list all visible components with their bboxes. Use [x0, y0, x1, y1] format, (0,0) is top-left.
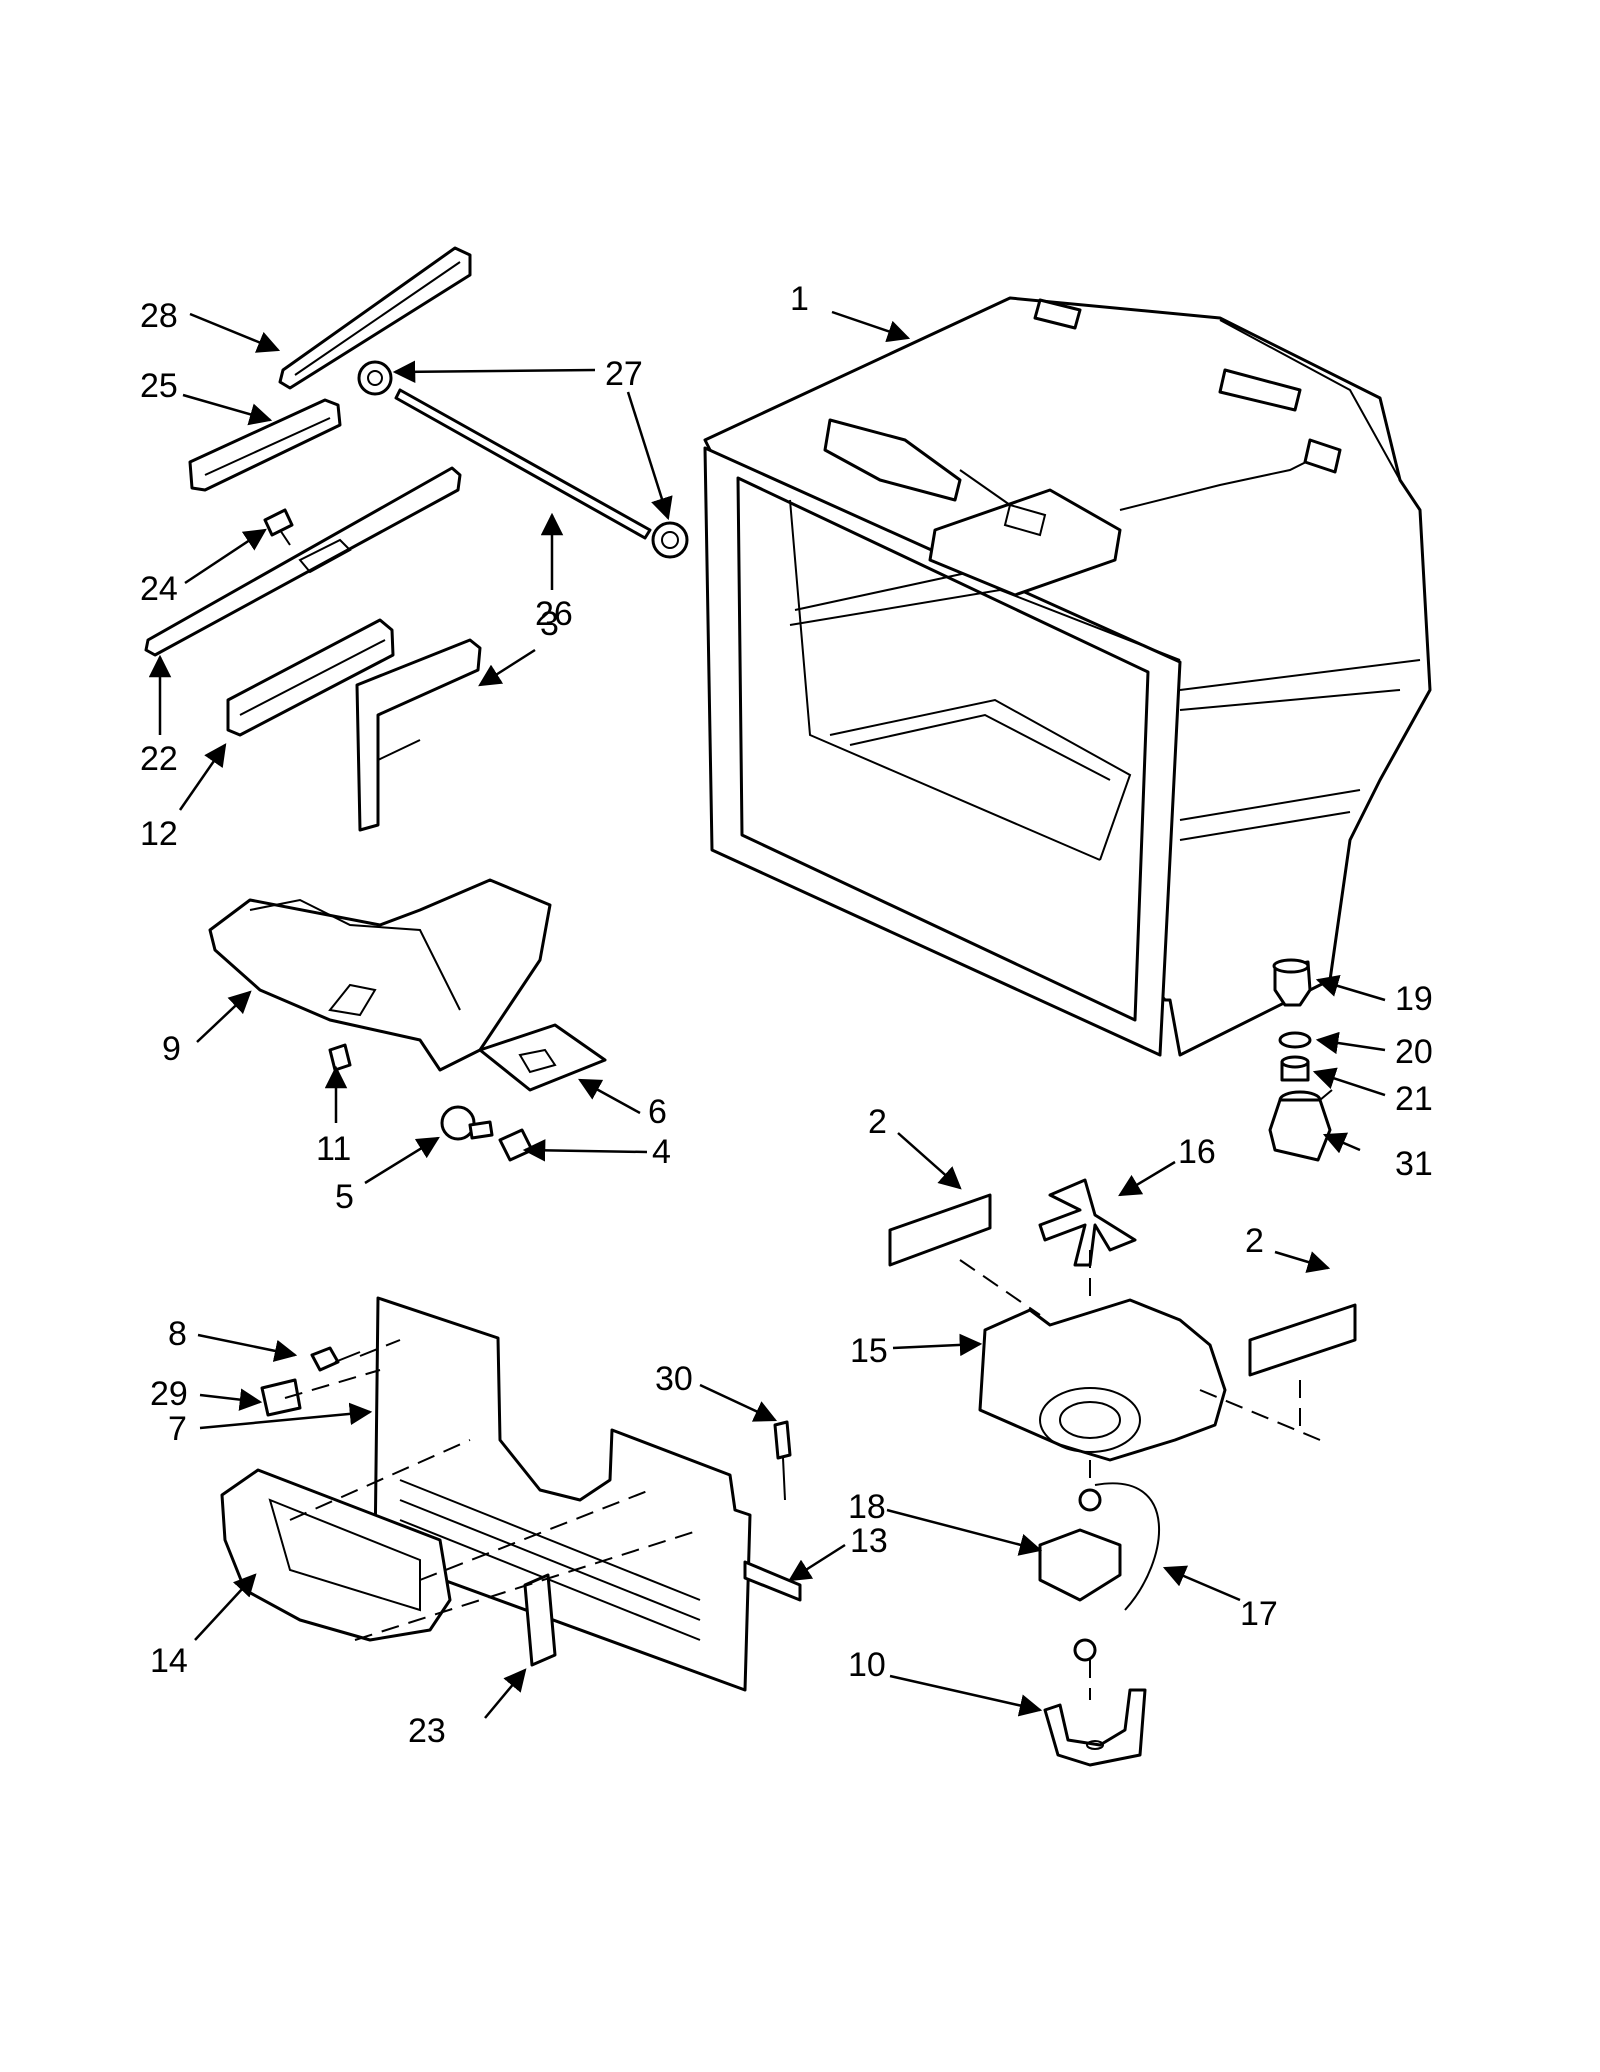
pad-part-2a [888, 1193, 992, 1267]
drain-part-19 [1272, 958, 1312, 1007]
callout-23: 23 [408, 1712, 446, 1750]
callout-22: 22 [140, 740, 178, 778]
callout-16: 16 [1178, 1133, 1216, 1171]
callout-26: 26 [535, 595, 573, 633]
callout-30: 30 [655, 1360, 693, 1398]
rail-part-28 [278, 246, 472, 390]
callout-29: 29 [150, 1375, 188, 1413]
callout-8: 8 [168, 1315, 187, 1353]
clip-part-29 [260, 1378, 302, 1417]
callout-20: 20 [1395, 1033, 1433, 1071]
o-ring-part-20 [1278, 1031, 1312, 1049]
bracket-part-3 [355, 638, 482, 832]
fan-blade-part-16 [1038, 1178, 1137, 1267]
motor-bracket-part-10 [1043, 1688, 1147, 1767]
rail-part-22 [144, 466, 462, 657]
shaft-part-26 [394, 388, 652, 540]
bulb-part-5 [440, 1105, 494, 1141]
leader-lines [148, 310, 1386, 1719]
callout-27: 27 [605, 355, 643, 393]
foam-strip-part-13 [743, 1560, 802, 1602]
callout-21: 21 [1395, 1080, 1433, 1118]
callout-4: 4 [652, 1133, 671, 1171]
screw-part-24 [263, 508, 294, 546]
callout-15: 15 [850, 1332, 888, 1370]
callout-19: 19 [1395, 980, 1433, 1018]
callout-17: 17 [1240, 1595, 1278, 1633]
callout-14: 14 [150, 1642, 188, 1680]
callout-11: 11 [316, 1130, 351, 1168]
thermistor-part-30 [773, 1420, 792, 1501]
slide-bracket-part-25 [188, 398, 342, 492]
callout-31: 31 [1395, 1145, 1433, 1183]
freezer-liner-part [703, 296, 1432, 1057]
screw-part-8 [310, 1346, 361, 1372]
grommet-part-21 [1280, 1055, 1310, 1082]
harness-part-17 [1094, 1482, 1160, 1611]
slide-bracket-part-12 [226, 618, 395, 737]
callout-10: 10 [848, 1646, 886, 1684]
callout-labels: 1 2 2 3 4 5 6 7 8 9 10 11 12 13 14 15 16… [140, 280, 1433, 1750]
callout-13: 13 [850, 1522, 888, 1560]
socket-part-4 [498, 1128, 534, 1162]
grille-part-14 [220, 1468, 452, 1642]
gear-part-27 [357, 360, 689, 559]
callout-7: 7 [168, 1410, 187, 1448]
callout-9: 9 [162, 1030, 181, 1068]
light-shield-part-23 [523, 1573, 557, 1667]
callout-25: 25 [140, 367, 178, 405]
callout-1: 1 [790, 280, 809, 318]
switch-part-11 [328, 1043, 352, 1072]
rear-panel-part-7 [373, 1296, 752, 1692]
callout-2a: 2 [868, 1103, 887, 1141]
control-housing-part-9 [208, 878, 552, 1072]
callout-18: 18 [848, 1488, 886, 1526]
alignment-lines [284, 1250, 1321, 1700]
fan-housing-part-15 [978, 1298, 1227, 1462]
callout-28: 28 [140, 297, 178, 335]
callout-2b: 2 [1245, 1222, 1264, 1260]
tape-part-6 [478, 1023, 607, 1092]
callout-3: 3 [540, 605, 559, 643]
callout-6: 6 [648, 1093, 667, 1131]
drain-tube-part-31 [1268, 1089, 1333, 1162]
callout-5: 5 [335, 1178, 354, 1216]
callout-12: 12 [140, 815, 178, 853]
motor-part-18 [1038, 1488, 1122, 1662]
pad-part-2b [1248, 1303, 1357, 1377]
callout-24: 24 [140, 570, 178, 608]
